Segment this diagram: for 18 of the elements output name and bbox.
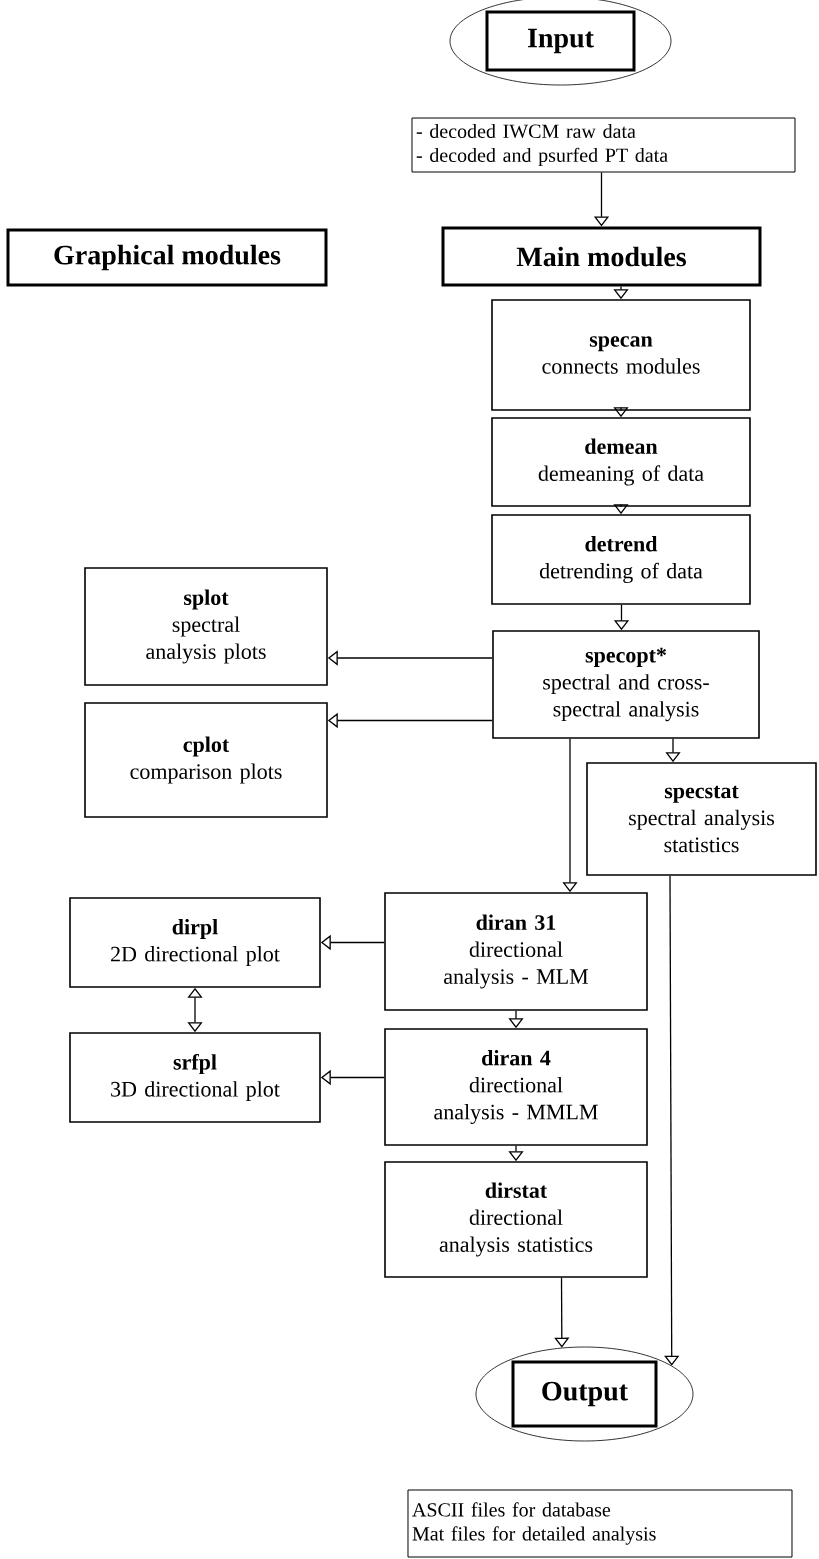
heading-box: Graphical modules xyxy=(6,228,328,287)
process-box: splot spectral analysis plots xyxy=(84,567,328,686)
block-arrow xyxy=(664,875,680,1366)
heading-box: Main modules xyxy=(441,226,762,287)
process-box: specan connects modules xyxy=(491,299,751,411)
process-box: srfpl 3D directional plot xyxy=(69,1032,321,1123)
process-box: demean demeaning of data xyxy=(491,417,751,507)
process-box: detrend detrending of data xyxy=(491,514,751,605)
process-box: specopt* spectral and cross-spectral analysis xyxy=(492,630,760,739)
process-box: specstat spectral analysis statistics xyxy=(586,762,817,876)
process-box: dirstat directional analysis statistics xyxy=(384,1161,648,1278)
process-box: diran 31 directional analysis - MLM xyxy=(384,892,648,1011)
block-arrow xyxy=(554,1277,570,1348)
data-box: ASCII files for database Mat files for detailed analysis xyxy=(407,1489,793,1558)
process-box: dirpl 2D directional plot xyxy=(69,897,321,988)
data-box: - decoded IWCM raw data - decoded and psurfed PT data xyxy=(411,117,796,173)
process-box: diran 4 directional analysis - MMLM xyxy=(384,1028,648,1146)
process-box: cplot comparison plots xyxy=(84,702,328,818)
